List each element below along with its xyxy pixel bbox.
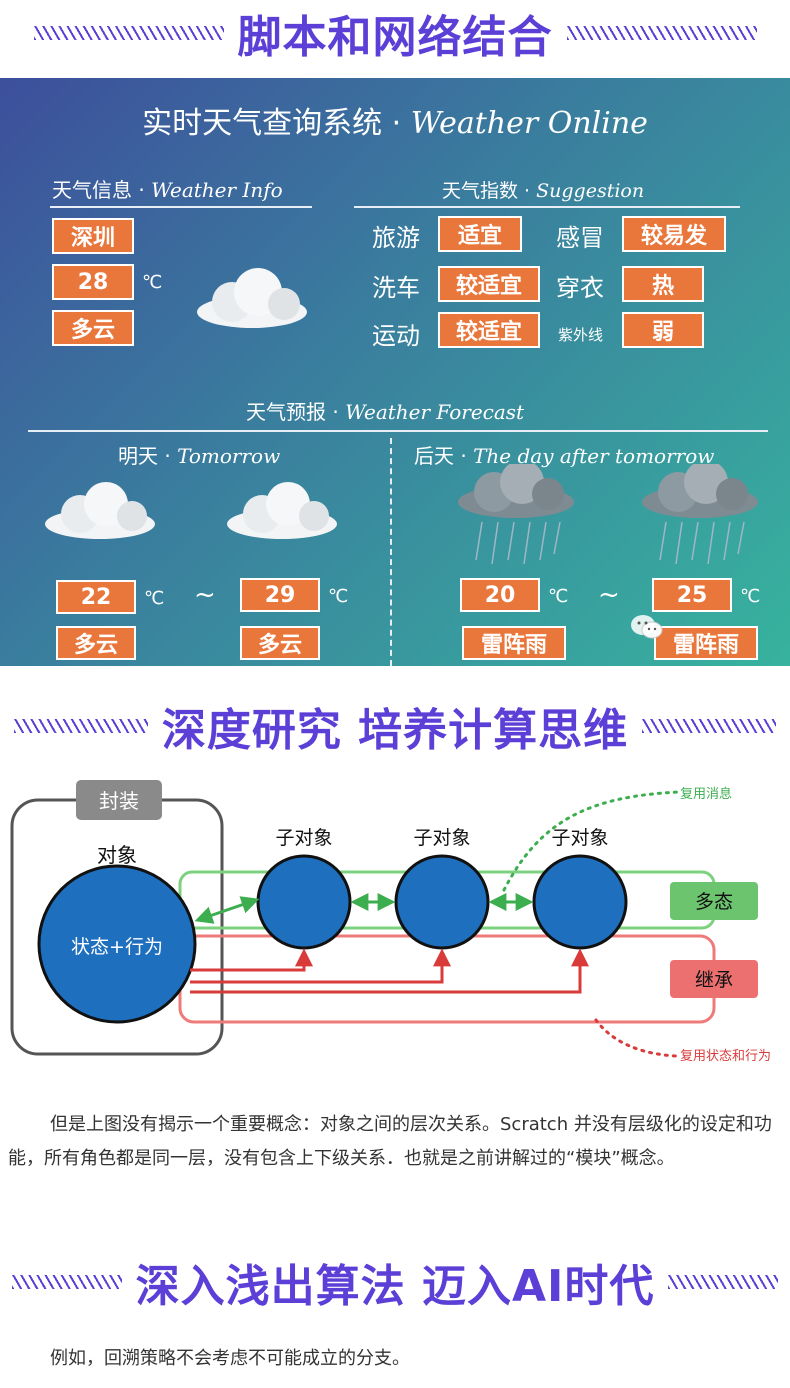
reuse-message-label: 复用消息 <box>680 786 732 802</box>
divider <box>28 430 768 432</box>
temperature-field: 28 <box>52 264 134 300</box>
condition-field: 多云 <box>52 310 134 346</box>
weather-info-heading: 天气信息 · Weather Info <box>52 178 283 202</box>
reuse-state-curve <box>594 1018 678 1058</box>
child-object-label: 子对象 <box>551 827 608 849</box>
suggestion-label: 洗车 <box>372 274 420 302</box>
day-after-low-temp: 20 <box>460 578 540 612</box>
child-object-label: 子对象 <box>275 827 332 849</box>
header-hatch-right <box>668 1275 779 1289</box>
reuse-state-label: 复用状态和行为 <box>680 1049 771 1064</box>
section-title: 深度研究 培养计算思维 <box>161 705 629 756</box>
section-title: 深入浅出算法 迈入AI时代 <box>135 1261 655 1312</box>
range-tilde: ~ <box>194 580 216 610</box>
suggestion-value: 较适宜 <box>438 312 540 348</box>
body-paragraph: 但是上图没有揭示一个重要概念：对象之间的层次关系。Scratch 并没有层级化的… <box>8 1114 772 1169</box>
suggestion-label: 旅游 <box>372 224 420 252</box>
section-title: 脚本和网络结合 <box>237 12 553 63</box>
section-header-scripts: 脚本和网络结合 <box>0 6 790 63</box>
object-label: 对象 <box>97 843 137 867</box>
city-field: 深圳 <box>52 218 134 254</box>
body-paragraph: 例如，回溯策略不会考虑不可能成立的分支。 <box>50 1348 410 1369</box>
inheritance-arrow <box>190 948 451 984</box>
celsius-unit: ℃ <box>142 272 163 293</box>
message-arrow <box>194 896 260 924</box>
header-hatch-right <box>642 719 777 733</box>
celsius-unit: ℃ <box>740 586 761 607</box>
inheritance-arrow <box>190 948 313 972</box>
day-after-condition: 雷阵雨 <box>462 626 566 660</box>
suggestion-value: 适宜 <box>438 216 522 252</box>
tomorrow-condition: 多云 <box>56 626 136 660</box>
section-header-research: 深度研究 培养计算思维 <box>0 696 790 756</box>
divider <box>50 206 312 208</box>
suggestion-value: 较适宜 <box>438 266 540 302</box>
inheritance-tag <box>670 960 758 998</box>
object-circle <box>37 864 197 1024</box>
celsius-unit: ℃ <box>548 586 569 607</box>
weather-app-title: 实时天气查询系统 · Weather Online <box>142 106 648 141</box>
tomorrow-condition: 多云 <box>240 626 320 660</box>
oop-diagram: 封装 对象 状态+行为 子对象 子对象 子对象 多态 继承 复用消息 复用状态和… <box>10 780 771 1064</box>
inheritance-label: 继承 <box>695 969 733 991</box>
cloud-icon <box>45 482 155 539</box>
header-hatch-left <box>13 719 148 733</box>
suggestion-label: 穿衣 <box>556 274 604 302</box>
suggestion-value: 较易发 <box>622 216 726 252</box>
child-object-circle <box>394 854 490 950</box>
reuse-message-curve <box>502 790 682 892</box>
suggestion-value: 弱 <box>622 312 704 348</box>
wechat-watermark-icon <box>631 615 663 639</box>
weather-app-screenshot: 实时天气查询系统 · Weather Online 天气信息 · Weather… <box>0 78 790 666</box>
celsius-unit: ℃ <box>328 586 349 607</box>
suggestion-label: 感冒 <box>556 224 604 252</box>
day-after-high-temp: 25 <box>652 578 732 612</box>
rain-cloud-icon <box>642 464 758 565</box>
polymorphism-label: 多态 <box>695 891 733 913</box>
header-hatch-left <box>33 26 224 40</box>
day-after-condition: 雷阵雨 <box>654 626 758 660</box>
encapsulation-label: 封装 <box>99 789 139 813</box>
polymorphism-tag <box>670 882 758 920</box>
tomorrow-low-temp: 22 <box>56 580 136 614</box>
forecast-heading: 天气预报 · Weather Forecast <box>246 400 525 424</box>
child-object-label: 子对象 <box>413 827 470 849</box>
range-tilde: ~ <box>598 580 620 610</box>
cloud-icon <box>197 268 307 328</box>
tomorrow-heading: 明天 · Tomorrow <box>118 444 281 468</box>
header-hatch-left <box>11 1275 122 1289</box>
suggestion-heading: 天气指数 · Suggestion <box>442 180 645 202</box>
tomorrow-high-temp: 29 <box>240 578 320 612</box>
suggestion-value: 热 <box>622 266 704 302</box>
divider-vertical <box>390 438 392 666</box>
divider <box>354 206 740 208</box>
child-object-circle <box>532 854 628 950</box>
header-hatch-right <box>566 26 757 40</box>
suggestion-label: 紫外线 <box>558 326 604 344</box>
celsius-unit: ℃ <box>144 588 165 609</box>
cloud-icon <box>227 482 337 539</box>
inheritance-arrow <box>190 948 589 994</box>
encapsulation-tag <box>76 780 162 820</box>
rain-cloud-icon <box>458 464 574 565</box>
section-header-algorithms: 深入浅出算法 迈入AI时代 <box>0 1252 790 1312</box>
child-object-circle <box>256 854 352 950</box>
suggestion-label: 运动 <box>372 322 420 350</box>
state-behavior-label: 状态+行为 <box>71 936 163 958</box>
